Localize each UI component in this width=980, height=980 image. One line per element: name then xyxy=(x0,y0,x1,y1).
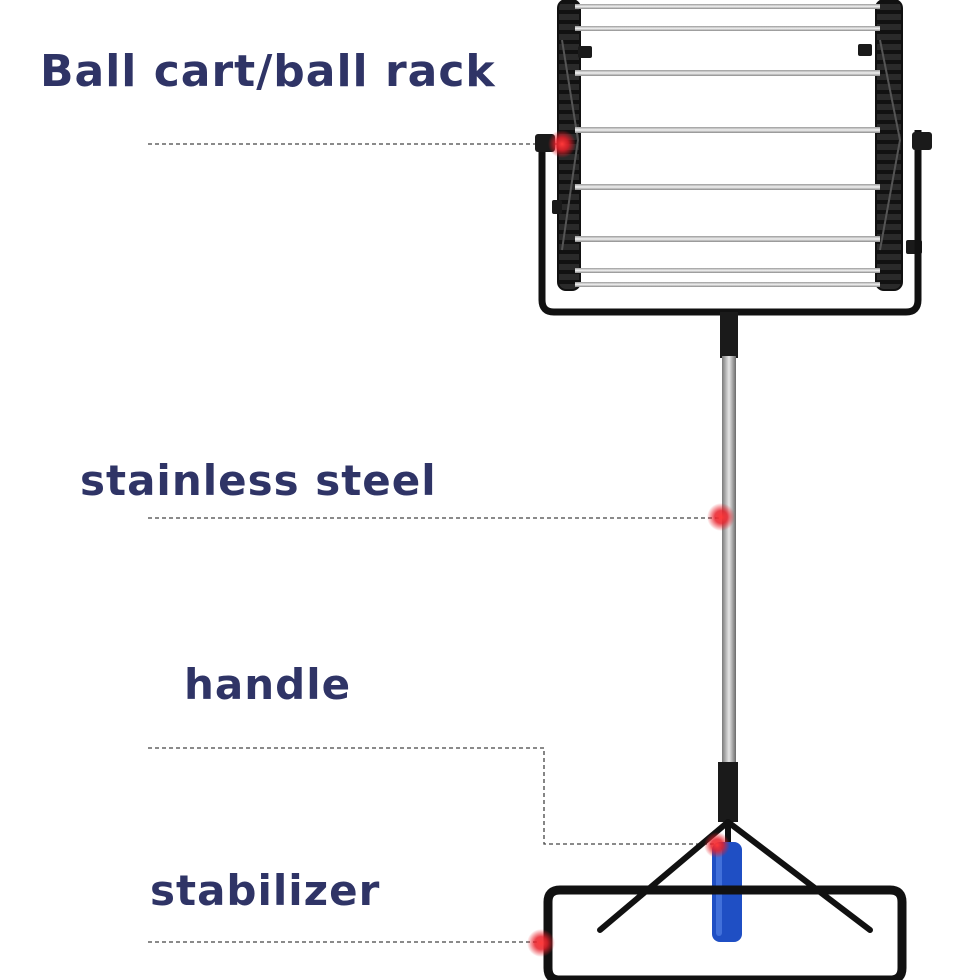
ball-cart-drum xyxy=(552,0,922,291)
pole-top-collar xyxy=(720,312,738,358)
drum-frame xyxy=(538,130,922,316)
lower-pole-section xyxy=(718,762,738,822)
marker-stabilizer xyxy=(527,929,555,957)
marker-ball-cart xyxy=(548,130,576,158)
label-handle: handle xyxy=(184,660,352,709)
frame-axle-right xyxy=(912,132,932,150)
markers xyxy=(527,130,735,957)
drum-rods xyxy=(575,4,880,287)
label-stabilizer: stabilizer xyxy=(150,866,381,915)
stainless-steel-pole xyxy=(722,356,736,764)
leader-line-handle xyxy=(148,747,716,845)
label-ball-cart: Ball cart/ball rack xyxy=(40,46,496,97)
marker-handle xyxy=(704,832,730,858)
leader-lines xyxy=(148,143,720,943)
label-stainless-steel: stainless steel xyxy=(80,456,437,505)
right-wheel-rim xyxy=(875,0,903,291)
marker-stainless-steel xyxy=(707,503,735,531)
stabilizer-base xyxy=(543,885,907,980)
